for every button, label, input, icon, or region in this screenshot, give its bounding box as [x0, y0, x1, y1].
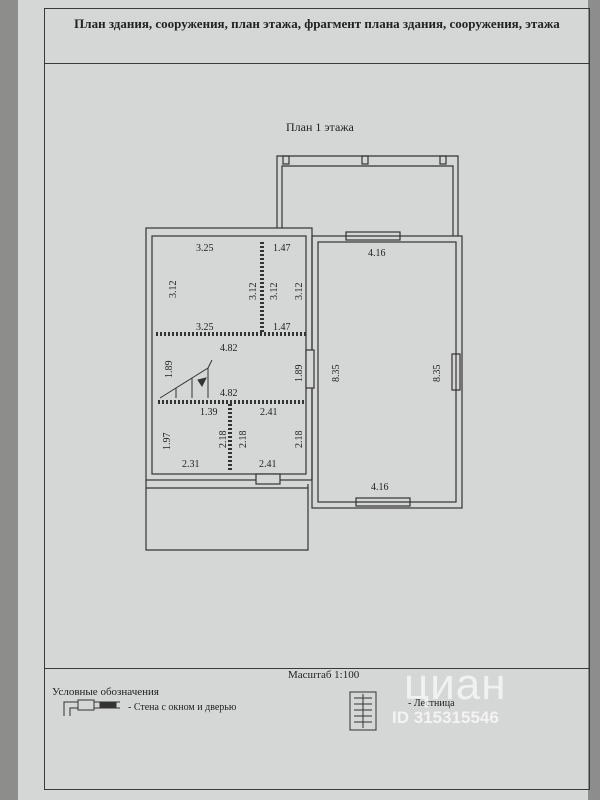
dim-hall-width: 4.82: [220, 343, 238, 354]
dim-partition-height-a: 3.12: [248, 283, 259, 301]
dim-bottom-left-width: 2.31: [182, 459, 200, 470]
document-header: План здания, сооружения, план этажа, фра…: [44, 8, 590, 64]
dim-big-room-top-width: 4.16: [368, 248, 386, 259]
dim-hall-height: 1.89: [294, 365, 305, 383]
scale-label: Масштаб 1:100: [288, 669, 360, 681]
dim-kitchen-bottom-width: 2.41: [259, 459, 277, 470]
dim-big-room-bottom-width: 4.16: [371, 482, 389, 493]
legend-wall-label: - Стена с окном и дверью: [128, 702, 237, 713]
legend-stair-icon: [349, 691, 377, 731]
dim-bath-partition-a: 2.18: [218, 431, 229, 449]
document-frame: [44, 8, 590, 790]
legend-stair-label: - Лестница: [408, 698, 455, 709]
dim-top-small-width: 1.47: [273, 243, 291, 254]
dim-stair-width: 4.82: [220, 388, 238, 399]
plan-title: План 1 этажа: [286, 120, 354, 134]
veranda-outline: [145, 480, 309, 551]
terrace-outline: [276, 155, 459, 236]
dim-bath-height: 1.97: [162, 433, 173, 451]
stair-symbol: [159, 359, 213, 399]
dim-partition-height-b: 3.12: [269, 283, 280, 301]
legend-title: Условные обозначения: [52, 686, 159, 698]
dim-bath-width: 1.39: [200, 407, 218, 418]
dim-left-room-bottom-width: 3.25: [196, 322, 214, 333]
dim-kitchen-top-width: 2.41: [260, 407, 278, 418]
dim-small-room-height: 3.12: [294, 283, 305, 301]
footer-divider: [44, 668, 590, 669]
watermark-id: ID 315315546: [392, 708, 499, 727]
dim-top-left-width: 3.25: [196, 243, 214, 254]
dim-small-room-bottom-width: 1.47: [273, 322, 291, 333]
dim-bath-partition-b: 2.18: [238, 431, 249, 449]
dim-stair-height: 1.89: [164, 361, 175, 379]
dim-big-room-height-left: 8.35: [331, 365, 342, 383]
dim-big-room-height-right: 8.35: [432, 365, 443, 383]
watermark-logo: циан: [404, 660, 507, 709]
dim-kitchen-height: 2.18: [294, 431, 305, 449]
dim-left-room-height: 3.12: [168, 281, 179, 299]
